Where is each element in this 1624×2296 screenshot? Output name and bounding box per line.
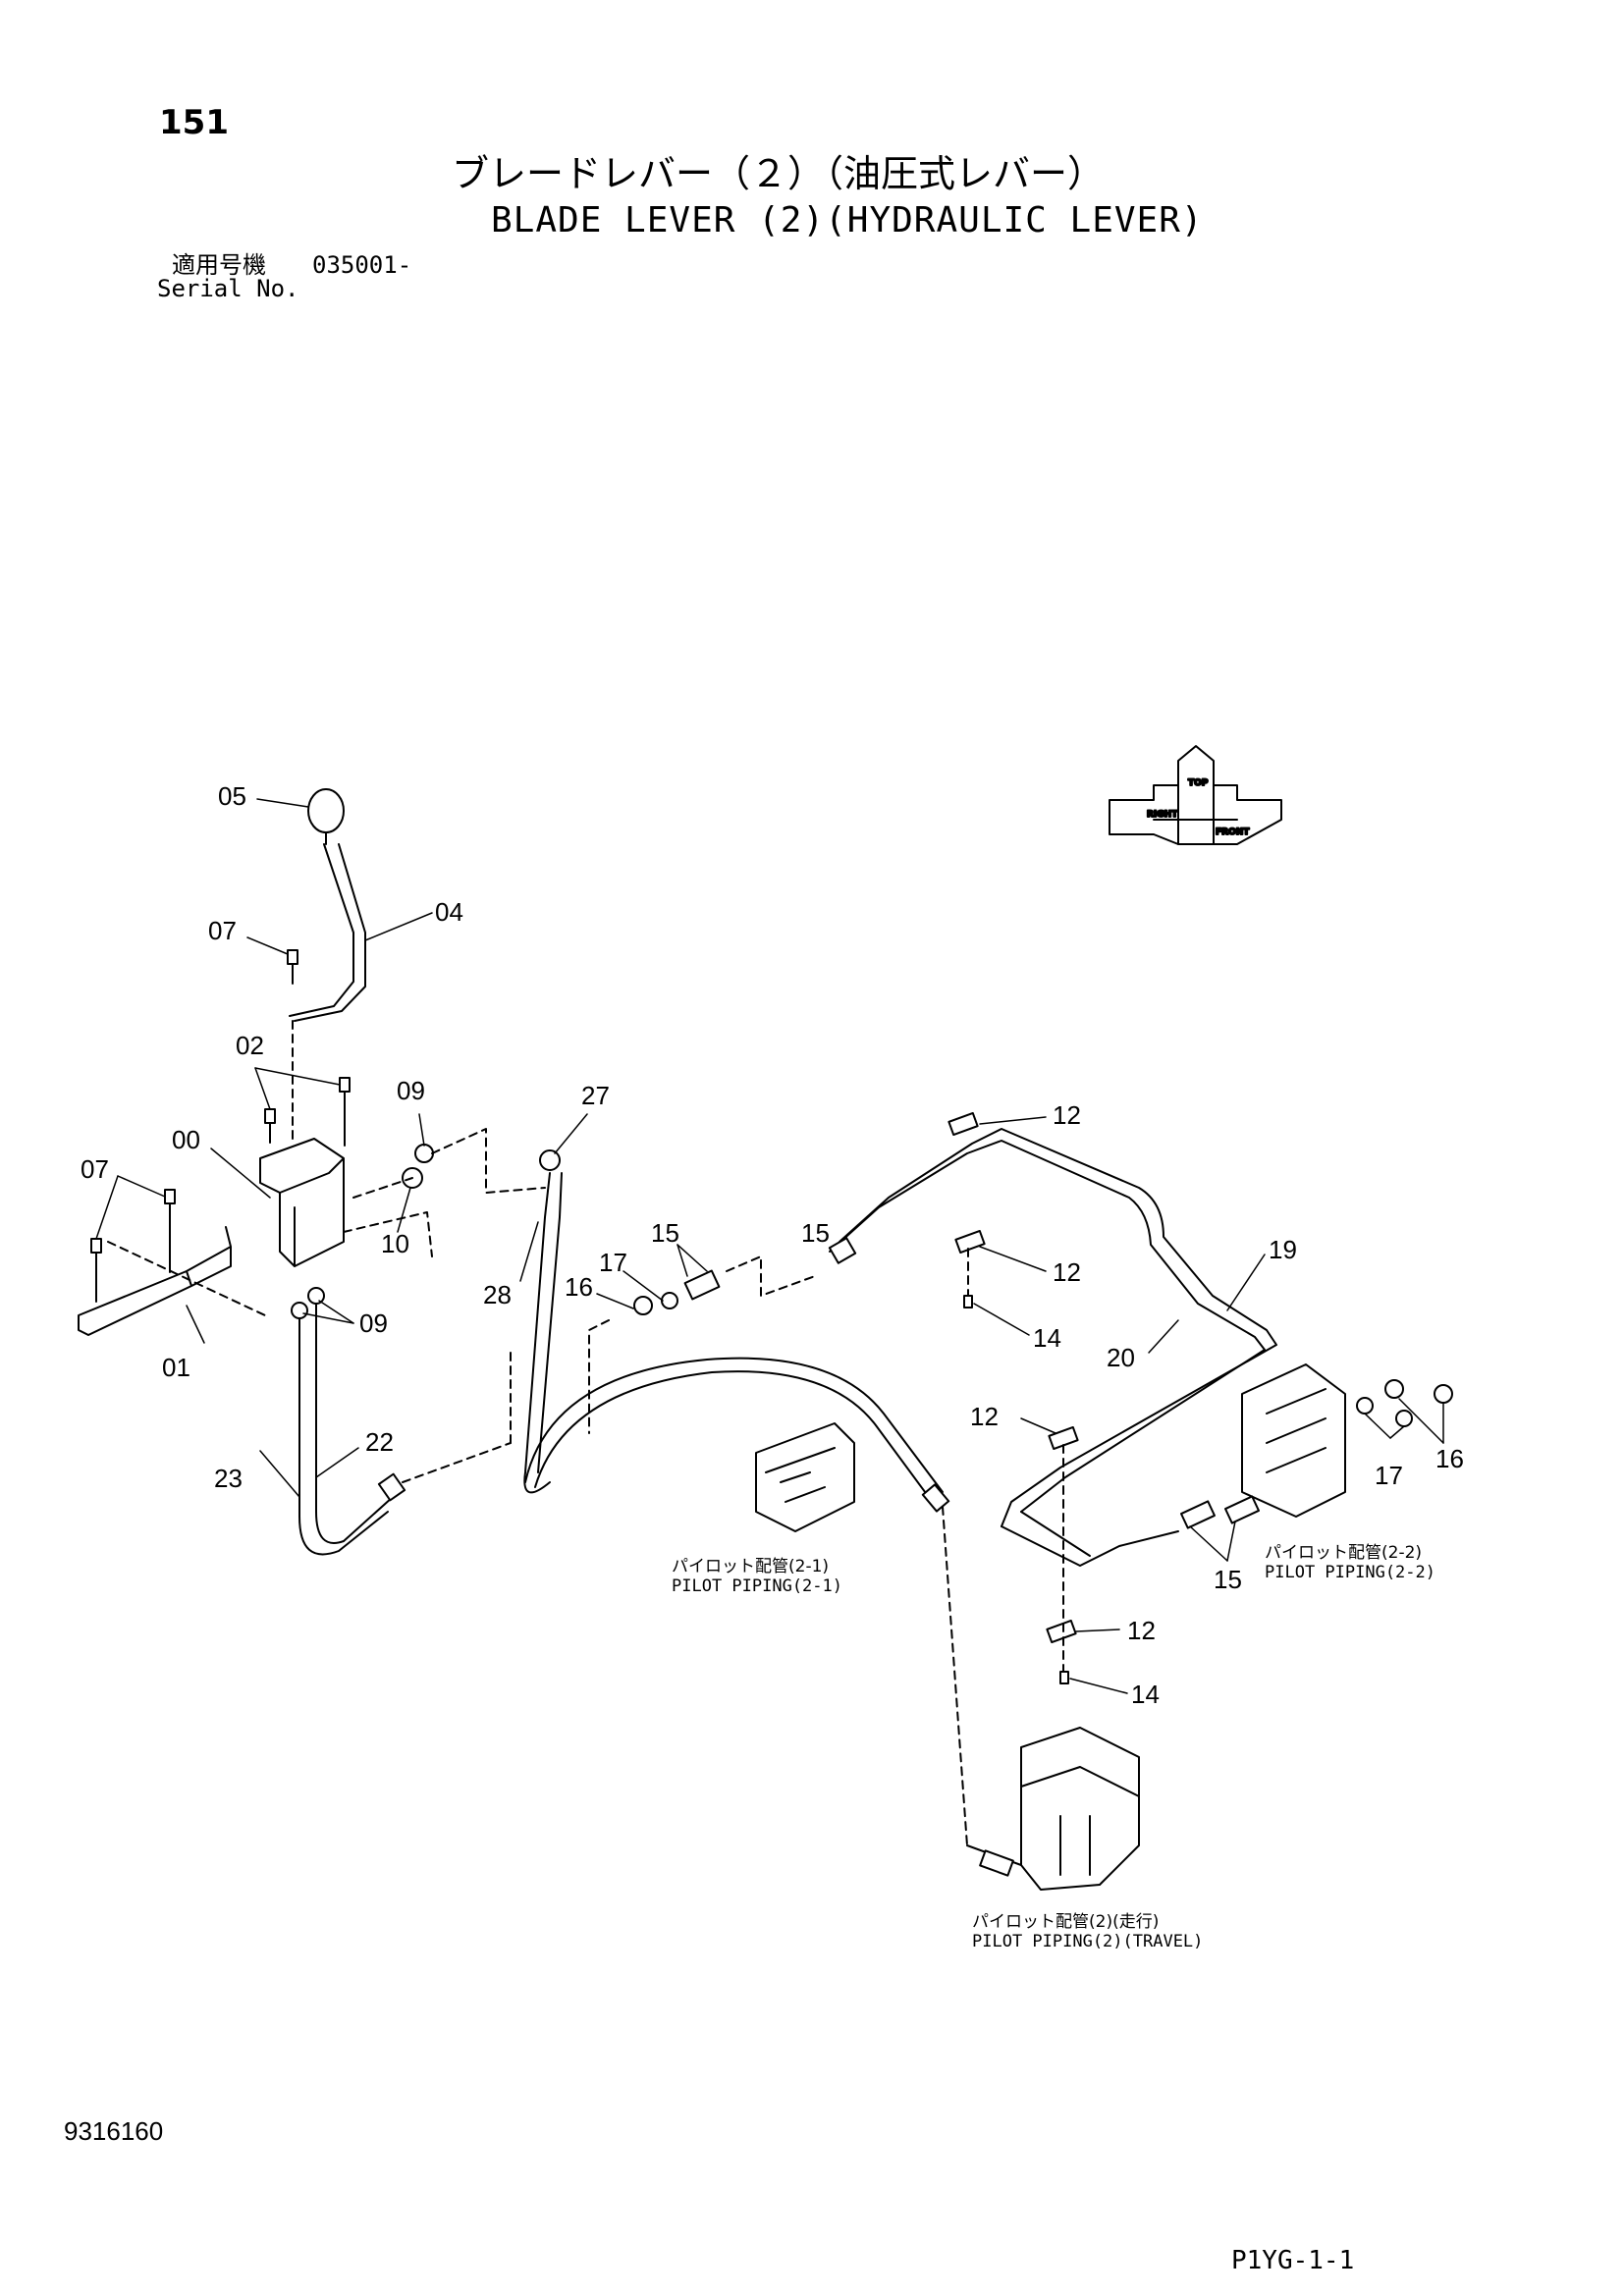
reference-pilot-piping-travel-jp: パイロット配管(2)(走行) — [972, 1912, 1160, 1932]
orientation-label-right: RIGHT — [1147, 810, 1178, 820]
hose-22 — [315, 1303, 394, 1544]
callout-17-right: 17 — [1375, 1461, 1403, 1490]
callout-14-b: 14 — [1131, 1680, 1160, 1709]
hose-main — [524, 1357, 944, 1493]
fitting-17-right-b — [1395, 1410, 1413, 1427]
callout-17-left: 17 — [599, 1248, 627, 1277]
bolt-02-b — [339, 1077, 351, 1147]
callout-16-left: 16 — [565, 1272, 593, 1302]
callout-12-b: 12 — [1053, 1257, 1081, 1287]
clamp-12-c — [1048, 1425, 1079, 1451]
callout-16-right: 16 — [1435, 1444, 1464, 1473]
reference-pilot-piping-2-2: パイロット配管(2-2) PILOT PIPING(2-2) — [1265, 1543, 1435, 1582]
reference-pilot-piping-travel: パイロット配管(2)(走行) PILOT PIPING(2)(TRAVEL) — [972, 1912, 1203, 1951]
callout-14-a: 14 — [1033, 1323, 1061, 1353]
lever-rod — [289, 843, 366, 1022]
fitting-15-right-b — [1224, 1495, 1260, 1524]
fitting-16-right-a — [1384, 1379, 1404, 1399]
fitting-09-lower-a — [307, 1287, 325, 1305]
sheet-code: P1YG-1-1 — [1231, 2246, 1355, 2275]
callout-01: 01 — [162, 1353, 190, 1382]
callout-07-left: 07 — [81, 1154, 109, 1184]
fitting-09-top — [414, 1144, 434, 1163]
serial-label-english: Serial No. — [157, 275, 299, 302]
callout-19: 19 — [1269, 1235, 1297, 1264]
callout-28: 28 — [483, 1280, 512, 1309]
title-japanese: ブレードレバー（２）（油圧式レバー） — [452, 152, 1106, 195]
callout-15-left-a: 15 — [651, 1218, 679, 1248]
callout-02: 02 — [236, 1031, 264, 1060]
callout-05: 05 — [218, 781, 246, 811]
reference-pilot-piping-2-1: パイロット配管(2-1) PILOT PIPING(2-1) — [672, 1557, 842, 1596]
orientation-marker: TOP RIGHT FRONT — [1109, 745, 1282, 845]
callout-20: 20 — [1107, 1343, 1135, 1372]
callout-07-top: 07 — [208, 916, 237, 945]
reference-pilot-piping-2-2-en: PILOT PIPING(2-2) — [1265, 1563, 1435, 1582]
reference-pilot-piping-2-2-jp: パイロット配管(2-2) — [1265, 1543, 1423, 1563]
fitting-27 — [539, 1149, 561, 1171]
bracket-01 — [78, 1226, 232, 1336]
fitting-17-right-a — [1356, 1397, 1374, 1415]
fitting-17-left — [661, 1292, 678, 1309]
pipe-19 — [839, 1128, 1277, 1527]
fitting-09-lower-b — [291, 1302, 308, 1319]
pipe-20 — [829, 1140, 1266, 1513]
callout-12-a: 12 — [1053, 1100, 1081, 1130]
clamp-12-b — [954, 1229, 986, 1255]
fitting-16-right-b — [1434, 1384, 1453, 1404]
fitting-15-left — [683, 1269, 721, 1301]
pilot-block-22 — [1241, 1363, 1346, 1518]
hose-27 — [523, 1172, 551, 1494]
callout-22: 22 — [365, 1427, 394, 1457]
callout-10: 10 — [381, 1229, 409, 1258]
reference-pilot-piping-2-1-jp: パイロット配管(2-1) — [672, 1557, 830, 1576]
callout-27: 27 — [581, 1081, 610, 1110]
reference-pilot-piping-2-1-en: PILOT PIPING(2-1) — [672, 1576, 842, 1596]
screw-14-b — [1059, 1671, 1069, 1684]
title-english: BLADE LEVER (2)(HYDRAULIC LEVER) — [491, 200, 1204, 240]
knob — [307, 788, 345, 833]
bolt-02-a — [264, 1108, 276, 1144]
callout-00: 00 — [172, 1125, 200, 1154]
clamp-12-d — [1046, 1619, 1077, 1644]
bolt-07-a — [90, 1238, 102, 1303]
pilot-valve-21 — [755, 1422, 855, 1532]
hose-23 — [298, 1317, 389, 1556]
reference-pilot-piping-travel-en: PILOT PIPING(2)(TRAVEL) — [972, 1932, 1204, 1951]
callout-12-c: 12 — [970, 1402, 999, 1431]
callout-09-top: 09 — [397, 1076, 425, 1105]
bolt-07-top — [287, 949, 298, 985]
callout-12-d: 12 — [1127, 1616, 1156, 1645]
fitting-15-right-a — [1180, 1500, 1216, 1529]
callout-15-right: 15 — [1214, 1565, 1242, 1594]
screw-14-a — [963, 1295, 973, 1308]
callout-09-lower: 09 — [359, 1308, 388, 1338]
serial-label-japanese: 適用号機 — [172, 251, 266, 279]
callout-23: 23 — [214, 1464, 243, 1493]
callout-04: 04 — [435, 897, 463, 927]
fitting-16-left — [633, 1296, 653, 1315]
callout-15-left-b: 15 — [801, 1218, 830, 1248]
hose-28 — [537, 1172, 563, 1473]
clamp-12-a — [947, 1111, 979, 1137]
document-number: 9316160 — [64, 2116, 164, 2146]
page-number: 151 — [159, 103, 229, 142]
orientation-label-top: TOP — [1188, 778, 1209, 788]
lever-bracket — [259, 1138, 345, 1267]
bolt-07-b — [164, 1189, 176, 1273]
serial-value: 035001- — [312, 251, 412, 279]
orientation-label-front: FRONT — [1216, 828, 1250, 837]
pilot-valve-travel — [1020, 1727, 1140, 1891]
